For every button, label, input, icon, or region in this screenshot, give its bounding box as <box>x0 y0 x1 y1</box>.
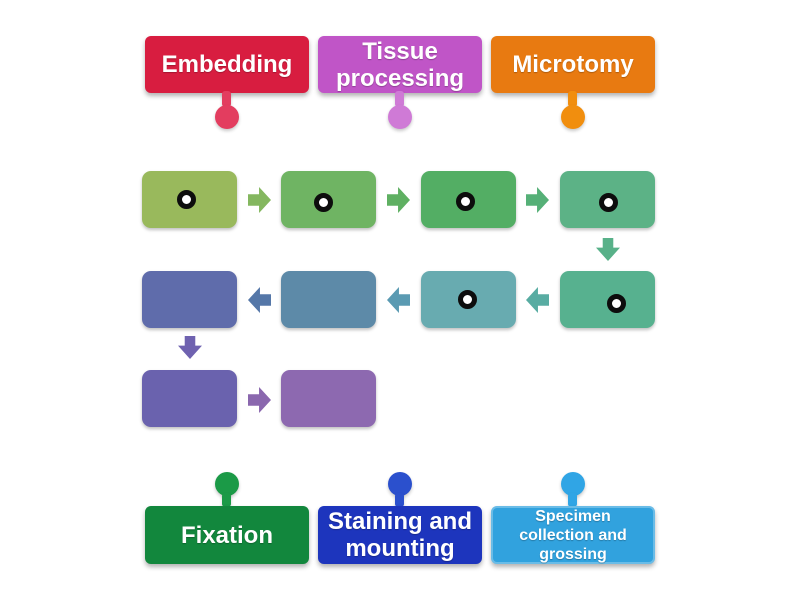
arrow-left-icon <box>526 287 549 313</box>
label-specimen-collection-pin-dot <box>561 472 585 496</box>
arrow-right-icon <box>526 187 549 213</box>
arrow-right-icon <box>387 187 410 213</box>
label-microtomy-pin-dot <box>561 105 585 129</box>
label-embedding-pin-stem <box>222 91 231 107</box>
label-microtomy-pin-stem <box>568 91 577 107</box>
drop-target-row1-col2[interactable] <box>314 193 333 212</box>
label-embedding-text: Embedding <box>161 51 293 78</box>
arrow-left-icon <box>248 287 271 313</box>
flow-step-row3-col1 <box>142 370 237 427</box>
label-microtomy[interactable]: Microtomy <box>491 36 655 93</box>
label-fixation[interactable]: Fixation <box>145 506 309 564</box>
label-tissue-processing-pin-dot <box>388 105 412 129</box>
drop-target-row1-col4[interactable] <box>599 193 618 212</box>
label-embedding[interactable]: Embedding <box>145 36 309 93</box>
label-embedding-pin-dot <box>215 105 239 129</box>
label-staining-mounting-pin-stem <box>395 493 404 507</box>
label-staining-mounting-pin-dot <box>388 472 412 496</box>
label-microtomy-text: Microtomy <box>512 51 634 78</box>
arrow-left-icon <box>387 287 410 313</box>
arrow-right-icon <box>248 187 271 213</box>
flow-step-row3-col2 <box>281 370 376 427</box>
drop-target-row2-col4[interactable] <box>607 294 626 313</box>
label-staining-mounting-text: Staining and mounting <box>328 508 472 562</box>
flow-step-row2-col2 <box>281 271 376 328</box>
label-specimen-collection-text: Specimen collection and grossing <box>519 507 627 563</box>
arrow-down-icon <box>596 238 620 261</box>
arrow-down-icon <box>178 336 202 359</box>
arrow-right-icon <box>248 387 271 413</box>
drop-target-row1-col1[interactable] <box>177 190 196 209</box>
label-tissue-processing[interactable]: Tissue processing <box>318 36 482 93</box>
drop-target-row1-col3[interactable] <box>456 192 475 211</box>
drop-target-row2-col3[interactable] <box>458 290 477 309</box>
label-specimen-collection[interactable]: Specimen collection and grossing <box>491 506 655 564</box>
label-fixation-pin-dot <box>215 472 239 496</box>
label-tissue-processing-pin-stem <box>395 91 404 107</box>
label-specimen-collection-pin-stem <box>568 493 577 507</box>
label-tissue-processing-text: Tissue processing <box>335 37 465 92</box>
label-staining-mounting[interactable]: Staining and mounting <box>318 506 482 564</box>
flow-step-row2-col1 <box>142 271 237 328</box>
label-fixation-pin-stem <box>222 493 231 507</box>
label-fixation-text: Fixation <box>180 521 273 549</box>
